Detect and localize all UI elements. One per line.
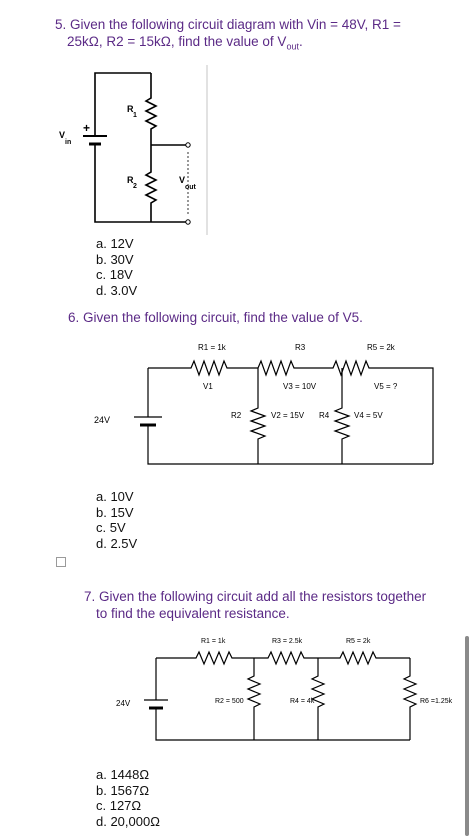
q7-option-c[interactable]: c. 127Ω [96, 798, 142, 813]
q6-text: 6. Given the following circuit, find the… [68, 310, 363, 325]
q6-r3-label: R3 [295, 343, 306, 352]
q5-text: 5. Given the following circuit diagram w… [55, 16, 470, 56]
q5-options: a. 12V b. 30V c. 18V d. 3.0V [96, 236, 137, 298]
q5-text-main: 25kΩ, R2 = 15kΩ, find the value of V [67, 34, 287, 49]
q5-circuit-diagram: + V in R 1 R 2 V out [59, 65, 208, 235]
q6-source-label: 24V [94, 415, 110, 425]
q6-v4-label: V4 = 5V [354, 411, 383, 420]
q7-r3-label: R3 = 2.5k [272, 638, 303, 645]
q7-option-a[interactable]: a. 1448Ω [96, 767, 150, 782]
q7-option-d[interactable]: d. 20,000Ω [96, 813, 160, 829]
q5-text-sub: out [286, 41, 299, 52]
q5-text-line2: 25kΩ, R2 = 15kΩ, find the value of Vout. [55, 33, 470, 56]
q6-r1-label: R1 = 1k [198, 343, 227, 352]
q5-option-a[interactable]: a. 12V [96, 236, 134, 251]
q7-text-line1: 7. Given the following circuit add all t… [84, 589, 427, 604]
q5-r1-sub: 1 [133, 112, 137, 119]
q5-vin-sub: in [65, 139, 71, 146]
q7-text-line2: to find the equivalent resistance. [96, 606, 290, 621]
q6-v1-label: V1 [203, 382, 213, 391]
q7-r6-label: R6 =1.25k [420, 698, 453, 705]
q5-vout-label: V [179, 175, 185, 185]
q7-options: a. 1448Ω b. 1567Ω c. 127Ω d. 20,000Ω [96, 767, 160, 829]
q5-option-c[interactable]: c. 18V [96, 267, 133, 282]
q6-r2-label: R2 [231, 411, 242, 420]
q6-v5-label: V5 = ? [374, 382, 398, 391]
q6-option-b[interactable]: b. 15V [96, 504, 134, 520]
q5-vin-label: V [59, 130, 65, 140]
q6-r5-label: R5 = 2k [367, 343, 396, 352]
q6-option-a[interactable]: a. 10V [96, 489, 134, 504]
q5-r1-label: R [127, 104, 134, 114]
q6-option-d[interactable]: d. 2.5V [96, 535, 138, 551]
q7-r5-label: R5 = 2k [346, 638, 371, 645]
q6-option-c[interactable]: c. 5V [96, 520, 126, 535]
q7-text: 7. Given the following circuit add all t… [84, 588, 464, 622]
q6-v2-label: V2 = 15V [271, 411, 305, 420]
q5-option-d[interactable]: d. 3.0V [96, 282, 138, 298]
q5-plus-label: + [83, 121, 90, 135]
q6-v3-label: V3 = 10V [283, 382, 317, 391]
q5-text-end: . [298, 34, 303, 49]
q7-r2-label: R2 = 500 [215, 698, 244, 705]
q7-source-label: 24V [116, 699, 131, 708]
q7-circuit-diagram: R1 = 1k R3 = 2.5k R5 = 2k 24V R2 = 500 R… [116, 638, 453, 741]
q5-text-line1: 5. Given the following circuit diagram w… [55, 17, 401, 32]
scrollbar[interactable] [465, 636, 469, 836]
answer-checkbox[interactable] [56, 557, 66, 567]
q7-option-b[interactable]: b. 1567Ω [96, 782, 150, 798]
q7-r1-label: R1 = 1k [201, 638, 226, 645]
q5-vout-sub: out [185, 184, 197, 191]
q5-r2-label: R [127, 175, 134, 185]
q5-option-b[interactable]: b. 30V [96, 251, 134, 267]
q6-circuit-diagram: R1 = 1k R3 R5 = 2k V1 V3 = 10V V5 = ? 24… [94, 343, 434, 465]
q6-r4-label: R4 [319, 411, 330, 420]
q5-r2-sub: 2 [133, 183, 137, 190]
q6-options: a. 10V b. 15V c. 5V d. 2.5V [96, 489, 137, 551]
q7-r4-label: R4 = 4k [290, 698, 315, 705]
